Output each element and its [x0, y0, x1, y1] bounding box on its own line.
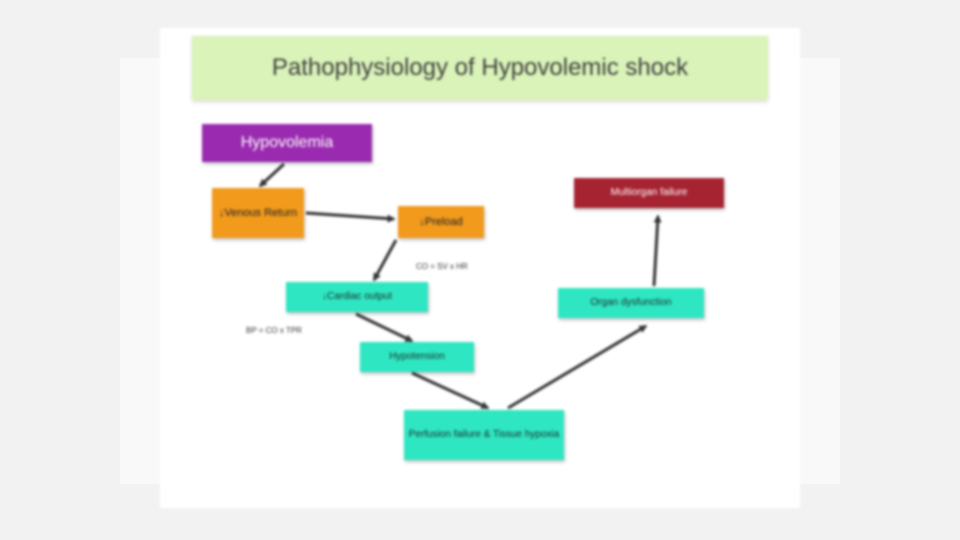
formula-cardiac-output: CO = SV x HR [416, 262, 468, 271]
flow-arrows [258, 162, 662, 410]
arrow-hypovolemia-to-venous-return [258, 162, 286, 188]
slide-title-box: Pathophysiology of Hypovolemic shock [192, 36, 768, 100]
arrow-venous-return-to-preload [305, 211, 396, 223]
node-hypovolemia: Hypovolemia [202, 124, 372, 162]
node-organ-dysfunction: Organ dysfunction [558, 288, 704, 318]
arrow-perfusion-failure-to-organ-dysfunction [507, 324, 648, 410]
formula-blood-pressure: BP = CO x TPR [246, 326, 302, 335]
slide: Pathophysiology of Hypovolemic shock Hyp… [160, 28, 800, 508]
arrow-hypotension-to-perfusion-failure [411, 371, 490, 410]
node-perfusion-failure: Perfusion failure & Tissue hypoxia [404, 410, 564, 460]
slide-title: Pathophysiology of Hypovolemic shock [271, 54, 689, 81]
node-multiorgan-failure: Multiorgan failure [574, 178, 724, 208]
arrow-preload-to-cardiac-output [372, 239, 398, 282]
arrow-cardiac-output-to-hypotension [355, 312, 414, 343]
arrow-organ-dysfunction-to-multiorgan-failure [652, 214, 662, 287]
node-cardiac-output: ↓Cardiac output [286, 282, 428, 312]
node-preload: ↓Preload [398, 206, 484, 238]
node-hypotension: Hypotension [360, 342, 474, 372]
node-venous-return: ↓Venous Return [212, 188, 304, 238]
